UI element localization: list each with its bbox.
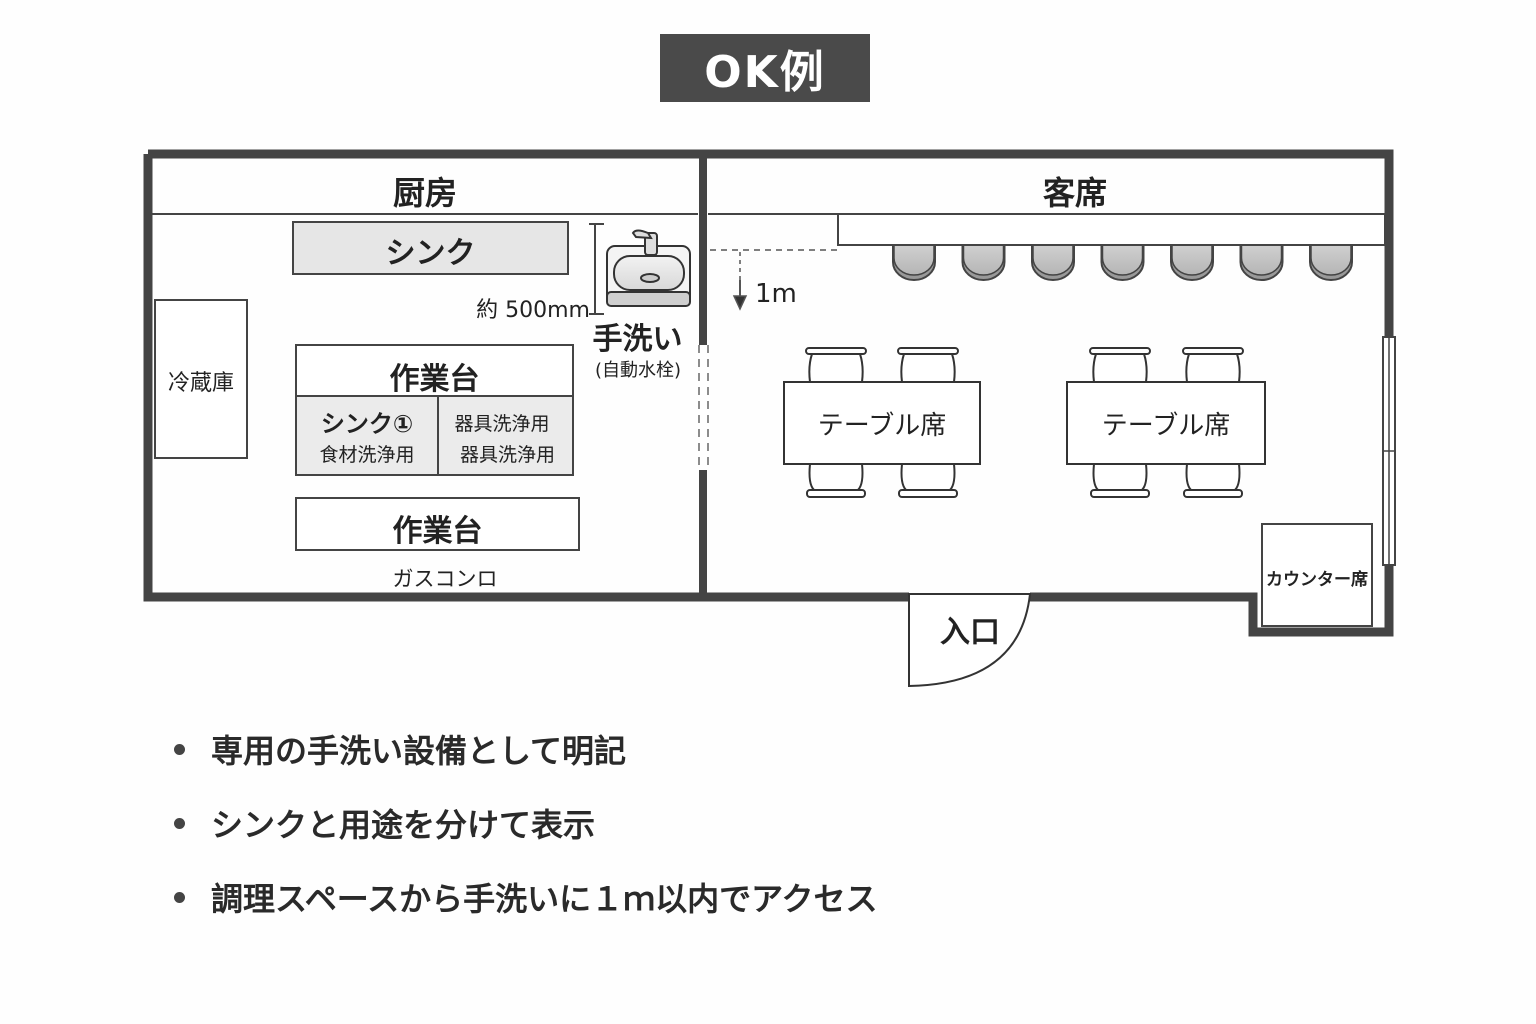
floor-plan bbox=[143, 149, 1396, 688]
dimension-label: 約 500mm bbox=[476, 298, 590, 323]
counter-bar bbox=[837, 213, 1386, 246]
sink-1-usage: 食材洗浄用 bbox=[319, 444, 415, 466]
partition-wall bbox=[698, 156, 709, 597]
dining-tables bbox=[783, 347, 1266, 498]
counter-stools bbox=[892, 246, 1353, 281]
entrance-door bbox=[908, 593, 1032, 688]
chair bbox=[897, 347, 959, 383]
distance-indicator bbox=[710, 249, 838, 311]
worktable-1-label: 作業台 bbox=[389, 362, 480, 397]
chair bbox=[806, 463, 866, 498]
note-item: 専用の手洗い設備として明記 bbox=[170, 726, 626, 772]
sink bbox=[292, 221, 569, 275]
window bbox=[1382, 336, 1396, 566]
sink-1-label: シンク① bbox=[320, 410, 414, 438]
chair bbox=[1089, 347, 1151, 383]
chair bbox=[1182, 347, 1244, 383]
counter-stool bbox=[1309, 246, 1353, 281]
sink-2-label: 器具洗浄用 bbox=[454, 413, 550, 435]
counter-stool bbox=[892, 246, 936, 281]
title-text: OK例 bbox=[704, 47, 826, 98]
title-badge: OK例 bbox=[660, 34, 870, 102]
chair bbox=[805, 347, 867, 383]
handwash-sublabel: (自動水栓) bbox=[594, 360, 682, 381]
chair bbox=[1090, 463, 1150, 498]
sink-2-usage: 器具洗浄用 bbox=[459, 444, 555, 466]
distance-label: 1m bbox=[755, 279, 797, 309]
handwash-basin-icon bbox=[606, 229, 691, 307]
counter-stool bbox=[1170, 246, 1214, 281]
stove-label: ガスコンロ bbox=[392, 567, 498, 591]
dimension-bracket bbox=[589, 223, 604, 315]
chair bbox=[1183, 463, 1243, 498]
counter-stool bbox=[1031, 246, 1075, 281]
note-item: 調理スペースから手洗いに１ｍ以内でアクセス bbox=[170, 874, 878, 920]
note-item: シンクと用途を分けて表示 bbox=[170, 800, 595, 846]
worktable-1 bbox=[295, 344, 574, 476]
bullet-icon bbox=[174, 891, 185, 903]
table-set bbox=[1066, 347, 1266, 498]
bullet-icon bbox=[174, 817, 185, 829]
dining-title: 客席 bbox=[1042, 174, 1107, 212]
fridge-label: 冷蔵庫 bbox=[167, 371, 234, 396]
table-set bbox=[783, 347, 981, 498]
counter-seat bbox=[1261, 523, 1373, 627]
counter-stool bbox=[961, 246, 1006, 281]
counter-seat-label: カウンター席 bbox=[1266, 570, 1368, 590]
worktable-2 bbox=[295, 497, 580, 551]
sink-label: シンク bbox=[385, 236, 476, 271]
walls bbox=[143, 149, 1394, 637]
worktable-2-label: 作業台 bbox=[392, 514, 483, 549]
handwash-label: 手洗い bbox=[592, 322, 683, 357]
table-2-label: テーブル席 bbox=[1101, 411, 1231, 441]
entrance-label: 入口 bbox=[940, 615, 1000, 650]
table-1-label: テーブル席 bbox=[817, 411, 947, 441]
counter-stool bbox=[1100, 246, 1145, 281]
bullet-icon bbox=[174, 743, 185, 755]
chair bbox=[898, 463, 958, 498]
counter-stool bbox=[1239, 246, 1284, 281]
fridge bbox=[154, 299, 248, 459]
kitchen-title: 厨房 bbox=[392, 174, 457, 212]
table bbox=[1066, 381, 1266, 465]
table bbox=[783, 381, 981, 465]
